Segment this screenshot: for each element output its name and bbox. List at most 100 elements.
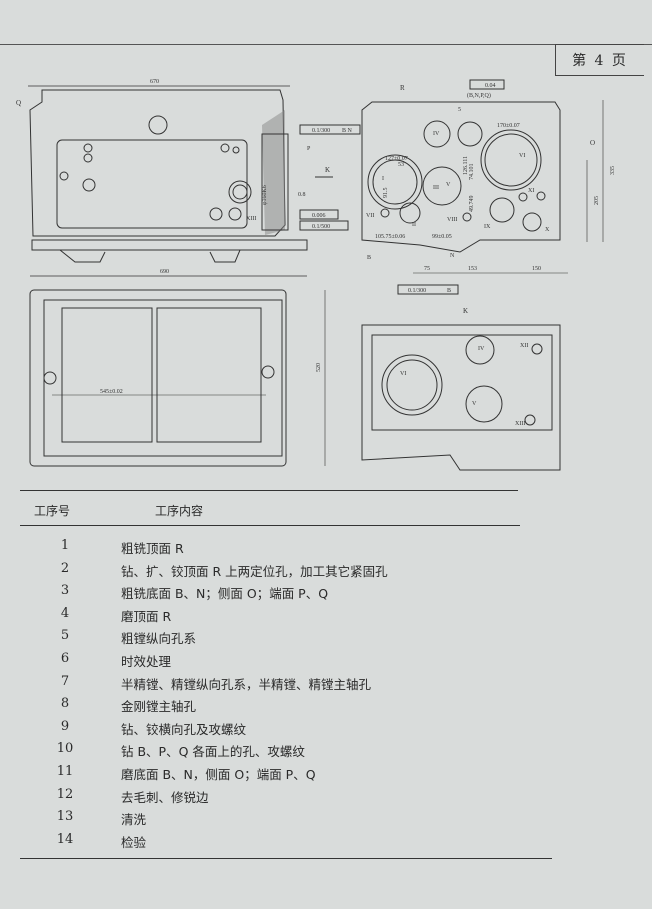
svg-text:XIII: XIII — [515, 421, 525, 427]
svg-text:545±0.02: 545±0.02 — [100, 389, 123, 395]
step-content: 钻 B、P、Q 各面上的孔、攻螺纹 — [121, 744, 305, 760]
top-border-line — [0, 44, 652, 45]
svg-text:B: B — [367, 255, 371, 261]
svg-text:B N: B N — [342, 128, 353, 134]
table-bottom-rule — [20, 858, 552, 859]
svg-text:VI: VI — [400, 371, 406, 377]
svg-text:75: 75 — [424, 266, 430, 272]
svg-text:P: P — [307, 146, 311, 152]
step-content: 磨底面 B、N，侧面 O；端面 P、Q — [121, 767, 316, 782]
svg-text:XII: XII — [520, 343, 528, 349]
svg-text:170±0.07: 170±0.07 — [497, 123, 520, 129]
step-number: 7 — [60, 673, 70, 689]
svg-text:105.75±0.06: 105.75±0.06 — [375, 234, 405, 240]
table-row: 12 去毛刺、修锐边 — [0, 787, 560, 809]
svg-text:205: 205 — [594, 196, 600, 205]
svg-text:335: 335 — [610, 166, 616, 175]
svg-text:II: II — [412, 222, 416, 228]
end-view: R 0.04 (B,N,P,Q) 5 127±0.07 170±0.07 53 … — [361, 79, 616, 295]
step-content: 磨顶面 R — [121, 608, 172, 624]
svg-text:126.111: 126.111 — [463, 156, 469, 175]
svg-text:5: 5 — [458, 107, 461, 113]
svg-text:VIII: VIII — [447, 217, 457, 223]
step-number: 3 — [60, 583, 70, 599]
svg-text:99±0.05: 99±0.05 — [432, 234, 452, 240]
svg-text:690: 690 — [160, 269, 169, 275]
svg-text:V: V — [472, 401, 477, 407]
svg-text:Q: Q — [16, 99, 21, 107]
svg-text:IX: IX — [484, 224, 491, 230]
table-row: 3 粗铣底面 B、N；侧面 O；端面 P、Q — [0, 583, 560, 605]
technical-drawing: 670 φ160K6 Q P K 0.8 0.1/300 B N 0.006 0… — [16, 79, 616, 471]
step-number: 6 — [60, 651, 70, 666]
table-row: 10 钻 B、P、Q 各面上的孔、攻螺纹 — [0, 741, 560, 763]
table-top-rule — [20, 490, 518, 491]
step-content: 粗镗纵向孔系 — [121, 631, 197, 647]
svg-text:74.101: 74.101 — [469, 164, 475, 181]
svg-text:IV: IV — [478, 346, 485, 352]
table-row: 8 金刚镗主轴孔 — [0, 696, 560, 718]
step-content: 时效处理 — [121, 654, 172, 669]
svg-text:O: O — [590, 139, 595, 147]
svg-text:127±0.07: 127±0.07 — [385, 156, 408, 162]
table-row: 2 钻、扩、铰顶面 R 上两定位孔，加工其它紧固孔 — [0, 561, 560, 583]
svg-text:0.8: 0.8 — [298, 192, 306, 198]
step-number: 11 — [56, 764, 74, 779]
step-number: 2 — [60, 560, 70, 576]
step-content: 粗铣底面 B、N；侧面 O；端面 P、Q — [121, 586, 329, 602]
step-content: 去毛刺、修锐边 — [121, 789, 209, 805]
svg-text:XI: XI — [528, 188, 534, 194]
table-row: 6 时效处理 — [0, 651, 560, 673]
step-number: 10 — [56, 741, 74, 757]
step-number: 14 — [56, 831, 74, 847]
step-content: 钻、扩、铰顶面 R 上两定位孔，加工其它紧固孔 — [121, 563, 388, 579]
svg-text:0.1/500: 0.1/500 — [312, 224, 330, 230]
svg-text:520: 520 — [316, 363, 322, 372]
svg-text:I: I — [382, 176, 384, 182]
svg-text:VI: VI — [519, 153, 525, 159]
svg-text:K: K — [325, 166, 330, 174]
step-number: 13 — [56, 809, 74, 825]
svg-text:N: N — [450, 253, 455, 259]
svg-text:(B,N,P,Q): (B,N,P,Q) — [467, 92, 491, 99]
svg-text:φ160K6: φ160K6 — [262, 185, 268, 205]
svg-text:0.006: 0.006 — [312, 213, 326, 219]
step-number: 9 — [60, 718, 70, 734]
svg-text:V: V — [446, 182, 451, 188]
svg-text:150: 150 — [532, 266, 541, 272]
step-content: 清洗 — [121, 812, 147, 828]
step-number: 5 — [60, 628, 70, 644]
svg-text:IV: IV — [433, 131, 440, 137]
svg-text:670: 670 — [150, 79, 159, 85]
svg-text:91.5: 91.5 — [383, 188, 389, 199]
header-step-no: 工序号 — [34, 504, 71, 518]
table-row: 13 清洗 — [0, 809, 560, 831]
side-view: 670 φ160K6 Q P K 0.8 0.1/300 B N 0.006 0… — [16, 79, 361, 277]
svg-text:X: X — [545, 227, 550, 233]
header-step-content: 工序内容 — [155, 504, 204, 518]
svg-text:0.04: 0.04 — [485, 83, 496, 89]
svg-text:K: K — [463, 307, 468, 315]
table-row: 9 钻、铰横向孔及攻螺纹 — [0, 719, 560, 741]
svg-text:VII: VII — [366, 213, 374, 219]
svg-text:0.1/300: 0.1/300 — [312, 128, 330, 134]
svg-text:153: 153 — [468, 266, 477, 272]
svg-text:XIII: XIII — [246, 216, 256, 222]
step-content: 金刚镗主轴孔 — [121, 699, 197, 715]
page-number: 第 4 页 — [555, 44, 644, 76]
step-content: 钻、铰横向孔及攻螺纹 — [121, 721, 247, 737]
step-number: 1 — [60, 538, 70, 553]
k-view: K IV VI V XII XIII — [361, 307, 561, 471]
table-header-rule — [20, 525, 520, 526]
svg-text:III: III — [433, 185, 439, 191]
svg-text:B: B — [447, 288, 451, 294]
step-number: 12 — [56, 786, 74, 802]
svg-text:53: 53 — [398, 162, 404, 168]
step-number: 8 — [60, 696, 70, 712]
table-row: 5 粗镗纵向孔系 — [0, 628, 560, 650]
svg-text:0.1/300: 0.1/300 — [408, 288, 426, 294]
